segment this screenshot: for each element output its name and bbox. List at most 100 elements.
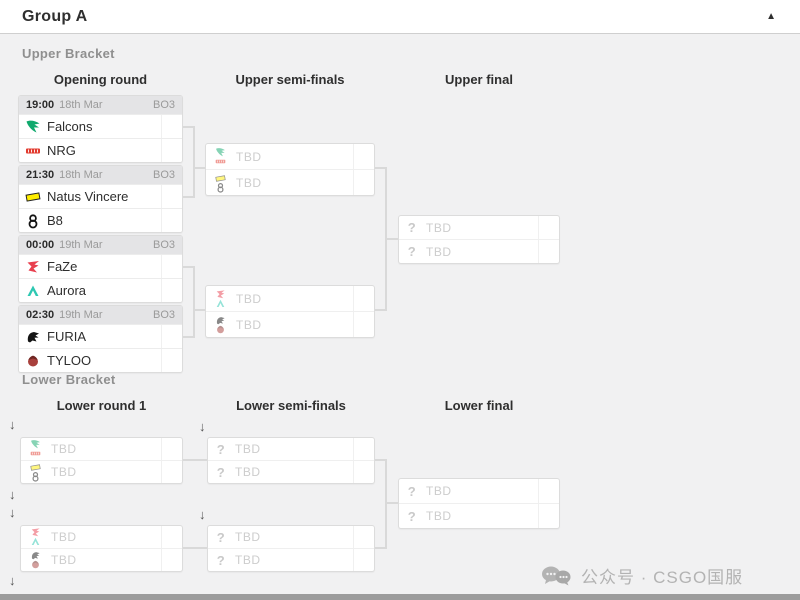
match-upper-final: ? TBD ? TBD	[398, 215, 560, 264]
navi-b8-possible-teams-icon	[27, 463, 44, 482]
question-mark-icon: ?	[216, 552, 226, 568]
match-lower-round1-1: TBD TBD	[20, 437, 183, 484]
tbd-slot: TBD	[206, 144, 374, 169]
match-upper-semifinal-1: TBD TBD	[205, 143, 375, 196]
tbd-slot: TBD	[206, 311, 374, 337]
aurora-logo-icon	[25, 283, 41, 299]
score-cell	[161, 115, 182, 138]
match-lower-round1-2: TBD TBD	[20, 525, 183, 572]
match-opening-4: 02:30 19th Mar BO3 FURIA TYLOO	[18, 305, 183, 373]
match-date: 18th Mar	[59, 99, 103, 111]
faze-aurora-possible-teams-icon	[212, 289, 229, 308]
match-format: BO3	[152, 169, 175, 181]
team-row-furia[interactable]: FURIA	[19, 324, 182, 348]
bracket-connector	[193, 167, 205, 169]
question-mark-icon: ?	[216, 464, 226, 480]
dropdown-arrow-icon: ↓	[9, 487, 16, 502]
dropdown-arrow-icon: ↓	[199, 419, 206, 434]
team-name: B8	[47, 213, 63, 228]
score-cell	[353, 144, 374, 169]
score-cell	[353, 549, 374, 571]
tyloo-logo-icon	[25, 353, 41, 369]
tbd-slot: ? TBD	[208, 460, 374, 483]
question-mark-icon: ?	[407, 220, 417, 235]
collapse-caret-icon[interactable]: ▲	[766, 11, 776, 22]
chat-bubbles-icon	[540, 565, 572, 587]
score-cell	[353, 526, 374, 548]
team-row-nrg[interactable]: NRG	[19, 138, 182, 162]
faze-logo-icon	[25, 259, 41, 275]
match-time: 21:30	[26, 169, 55, 181]
slot-label: TBD	[236, 291, 262, 306]
b8-logo-icon	[25, 213, 41, 229]
match-format: BO3	[152, 99, 175, 111]
column-header-upper-semifinals: Upper semi-finals	[235, 72, 345, 87]
column-header-upper-final: Upper final	[445, 72, 513, 87]
column-header-lower-final: Lower final	[444, 398, 514, 413]
team-row-aurora[interactable]: Aurora	[19, 278, 182, 302]
match-format: BO3	[152, 239, 175, 251]
slot-label: TBD	[236, 175, 262, 190]
tbd-slot: ? TBD	[208, 548, 374, 571]
score-cell	[161, 461, 182, 483]
match-lower-final: ? TBD ? TBD	[398, 478, 560, 529]
slot-label: TBD	[236, 149, 262, 164]
tbd-slot: ? TBD	[208, 526, 374, 548]
bracket-connector	[183, 459, 207, 461]
score-cell	[353, 461, 374, 483]
match-format: BO3	[152, 309, 175, 321]
tbd-slot: ? TBD	[399, 503, 559, 528]
bracket-connector	[385, 238, 398, 240]
score-cell	[161, 209, 182, 232]
slot-label: TBD	[51, 442, 77, 456]
bracket-connector	[183, 336, 195, 338]
panel-header: Group A ▲	[0, 0, 800, 34]
navi-b8-possible-teams-icon	[212, 174, 229, 193]
tbd-slot: TBD	[21, 438, 182, 460]
team-name: Falcons	[47, 119, 93, 134]
slot-label: TBD	[426, 220, 452, 235]
match-time: 00:00	[26, 239, 55, 251]
slot-label: TBD	[235, 530, 261, 544]
team-name: Aurora	[47, 283, 87, 298]
column-header-lower-round-1: Lower round 1	[56, 398, 147, 413]
slot-label: TBD	[51, 530, 77, 544]
question-mark-icon: ?	[216, 441, 226, 457]
team-row-b8[interactable]: B8	[19, 208, 182, 232]
bracket-connector	[193, 126, 195, 198]
team-row-navi[interactable]: Natus Vincere	[19, 184, 182, 208]
bracket-connector	[375, 167, 387, 169]
match-lower-semifinal-2: ? TBD ? TBD	[207, 525, 375, 572]
falcons-nrg-possible-teams-icon	[27, 440, 44, 458]
furia-tyloo-possible-teams-icon	[212, 316, 229, 334]
team-row-tyloo[interactable]: TYLOO	[19, 348, 182, 372]
group-title: Group A	[22, 7, 88, 25]
tbd-slot: ? TBD	[399, 479, 559, 503]
score-cell	[538, 479, 559, 503]
match-header: 19:00 18th Mar BO3	[19, 96, 182, 114]
match-header: 21:30 18th Mar BO3	[19, 166, 182, 184]
dropdown-arrow-icon: ↓	[199, 507, 206, 522]
match-upper-semifinal-2: TBD TBD	[205, 285, 375, 338]
falcons-nrg-possible-teams-icon	[212, 147, 229, 166]
bracket-connector	[183, 196, 195, 198]
question-mark-icon: ?	[407, 244, 417, 259]
score-cell	[161, 139, 182, 162]
match-header: 02:30 19th Mar BO3	[19, 306, 182, 324]
upper-bracket-label: Upper Bracket	[22, 46, 115, 61]
nrg-logo-icon	[25, 143, 41, 159]
team-row-faze[interactable]: FaZe	[19, 254, 182, 278]
score-cell	[353, 170, 374, 195]
dropdown-arrow-icon: ↓	[9, 417, 16, 432]
team-row-falcons[interactable]: Falcons	[19, 114, 182, 138]
tbd-slot: TBD	[206, 169, 374, 195]
question-mark-icon: ?	[407, 483, 417, 499]
match-date: 19th Mar	[59, 309, 103, 321]
score-cell	[538, 504, 559, 528]
tbd-slot: TBD	[21, 526, 182, 548]
score-cell	[161, 349, 182, 372]
bottom-edge-bar	[0, 594, 800, 600]
slot-label: TBD	[236, 317, 262, 332]
score-cell	[538, 240, 559, 263]
score-cell	[353, 286, 374, 311]
